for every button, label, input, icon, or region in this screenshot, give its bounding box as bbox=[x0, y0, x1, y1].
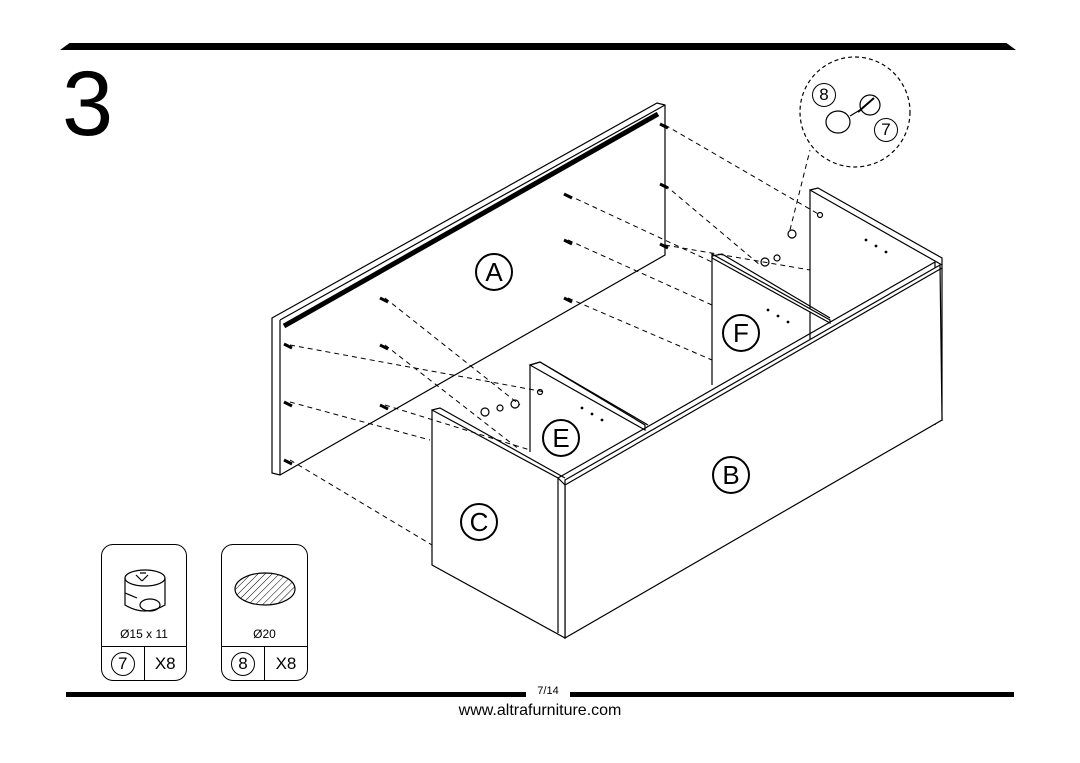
hardware-qty-8: X8 bbox=[264, 647, 307, 680]
bottom-rule-left bbox=[66, 692, 526, 697]
hardware-card-8: Ø20 8 X8 bbox=[221, 544, 308, 681]
bottom-rule-right bbox=[570, 692, 1014, 697]
part-label-b: B bbox=[712, 456, 750, 494]
part-label-c: C bbox=[460, 503, 498, 541]
part-label-f: F bbox=[722, 314, 760, 352]
partition-f bbox=[711, 252, 831, 325]
hardware-footer-8: 8 X8 bbox=[222, 646, 307, 680]
detail-callout bbox=[799, 56, 911, 168]
left-side-panel-c bbox=[431, 408, 566, 640]
hardware-footer-7: 7 X8 bbox=[102, 646, 186, 680]
top-rule bbox=[60, 43, 1016, 50]
hardware-size-8: Ø20 bbox=[253, 627, 276, 641]
hardware-number-8: 8 bbox=[231, 651, 255, 676]
callout-item-8: 8 bbox=[812, 83, 836, 107]
part-label-a: A bbox=[475, 253, 513, 291]
website-url[interactable]: www.altrafurniture.com bbox=[458, 702, 622, 719]
partition-e bbox=[528, 361, 646, 432]
hardware-qty-7: X8 bbox=[143, 647, 187, 680]
callout-item-7: 7 bbox=[874, 118, 898, 142]
cover-cap-icon bbox=[234, 572, 296, 606]
hardware-number-7: 7 bbox=[110, 651, 135, 676]
hardware-size-7: Ø15 x 11 bbox=[120, 627, 168, 641]
part-label-e: E bbox=[542, 419, 580, 457]
cam-lock-icon bbox=[124, 569, 166, 612]
back-panel-a bbox=[271, 102, 666, 476]
page-number: 7/14 bbox=[537, 685, 559, 697]
hardware-card-7: Ø15 x 11 7 X8 bbox=[101, 544, 187, 681]
step-number: 3 bbox=[62, 53, 114, 155]
